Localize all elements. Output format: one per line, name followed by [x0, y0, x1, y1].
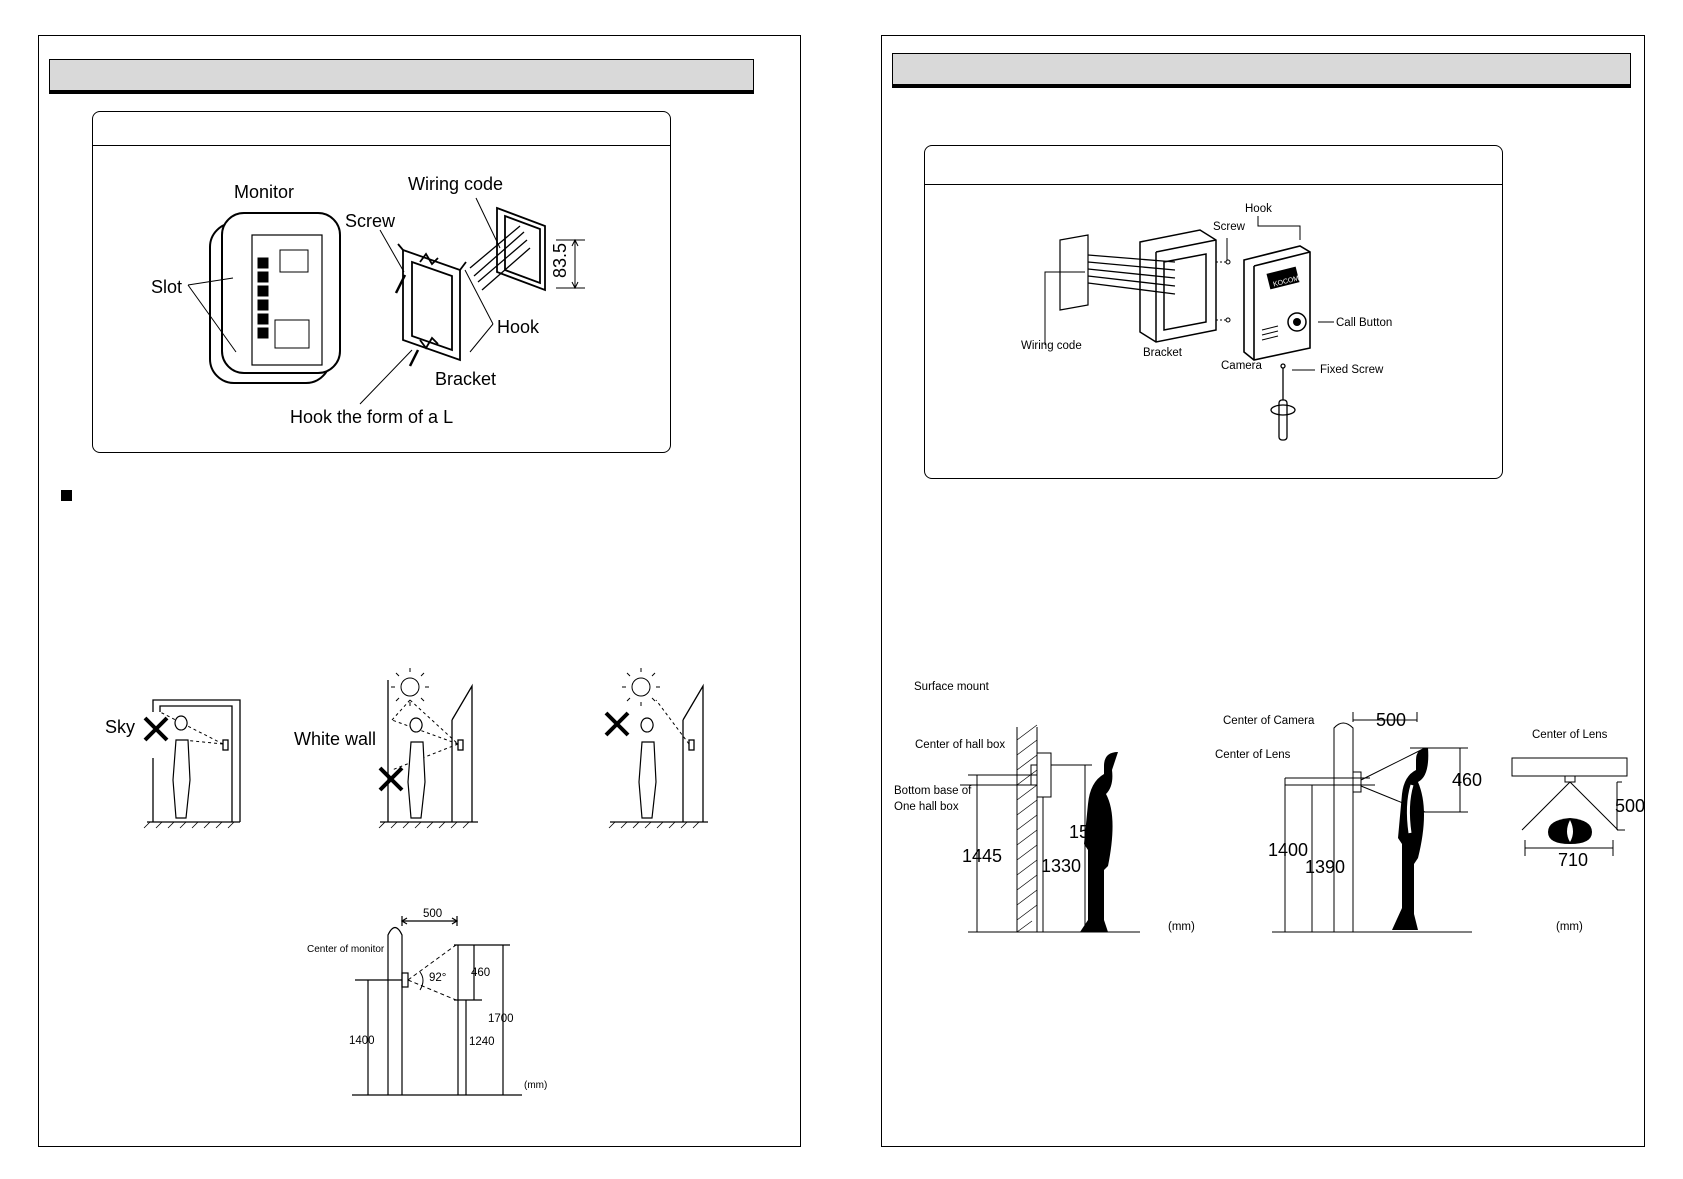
white-wall-label: White wall: [294, 729, 376, 749]
unit-mm-surface: (mm): [1168, 921, 1195, 933]
center-of-monitor-label: Center of monitor: [307, 944, 385, 955]
dim-1330: 1330: [1041, 856, 1081, 876]
monitor-label: Monitor: [234, 182, 294, 202]
angle-92: 92°: [429, 972, 446, 984]
wiring-code-label: Wiring code: [408, 174, 503, 194]
dim-460: 460: [471, 967, 490, 979]
dim-500: 500: [423, 908, 442, 920]
surface-mount-title: Surface mount: [914, 681, 990, 693]
left-section-header: [49, 59, 754, 94]
bottom-base-label-1: Bottom base of: [894, 785, 972, 797]
dim-500-pole: 500: [1376, 710, 1406, 730]
bottom-base-label-2: One hall box: [894, 801, 959, 813]
fixed-screw-label: Fixed Screw: [1320, 364, 1384, 376]
dim-500-lens: 500: [1615, 796, 1645, 816]
dim-460-pole: 460: [1452, 770, 1482, 790]
screw-label: Screw: [345, 211, 396, 231]
dim-1500: 1500: [1069, 822, 1109, 842]
bracket-label: Bracket: [1143, 347, 1183, 359]
dim-1390-pole: 1390: [1305, 857, 1345, 877]
center-lens-label: Center of Lens: [1215, 749, 1291, 761]
dim-1240: 1240: [469, 1036, 495, 1048]
dim-710: 710: [1558, 850, 1588, 870]
sky-label: Sky: [105, 717, 135, 737]
right-section-header: [892, 53, 1631, 88]
hook-l-label: Hook the form of a L: [290, 407, 453, 427]
camera-install-box: [924, 145, 1503, 479]
bracket-label: Bracket: [435, 369, 496, 389]
camera-label: Camera: [1221, 360, 1263, 372]
center-hall-box-label: Center of hall box: [915, 739, 1005, 751]
dim-1400: 1400: [349, 1035, 375, 1047]
call-button-label: Call Button: [1336, 317, 1392, 329]
wiring-code-label: Wiring code: [1021, 340, 1082, 352]
dimension-83-5: 83.5: [550, 243, 570, 278]
hook-label: Hook: [497, 317, 540, 337]
hook-label: Hook: [1245, 203, 1272, 215]
dim-1445: 1445: [962, 846, 1002, 866]
section-bullet: [61, 490, 72, 501]
center-camera-label: Center of Camera: [1223, 715, 1315, 727]
screw-label: Screw: [1213, 221, 1246, 233]
unit-mm-left: (mm): [524, 1080, 547, 1091]
dim-1400-pole: 1400: [1268, 840, 1308, 860]
dim-1700: 1700: [488, 1013, 514, 1025]
unit-mm-lens: (mm): [1556, 921, 1583, 933]
slot-label: Slot: [151, 277, 182, 297]
center-lens-cone-label: Center of Lens: [1532, 729, 1608, 741]
